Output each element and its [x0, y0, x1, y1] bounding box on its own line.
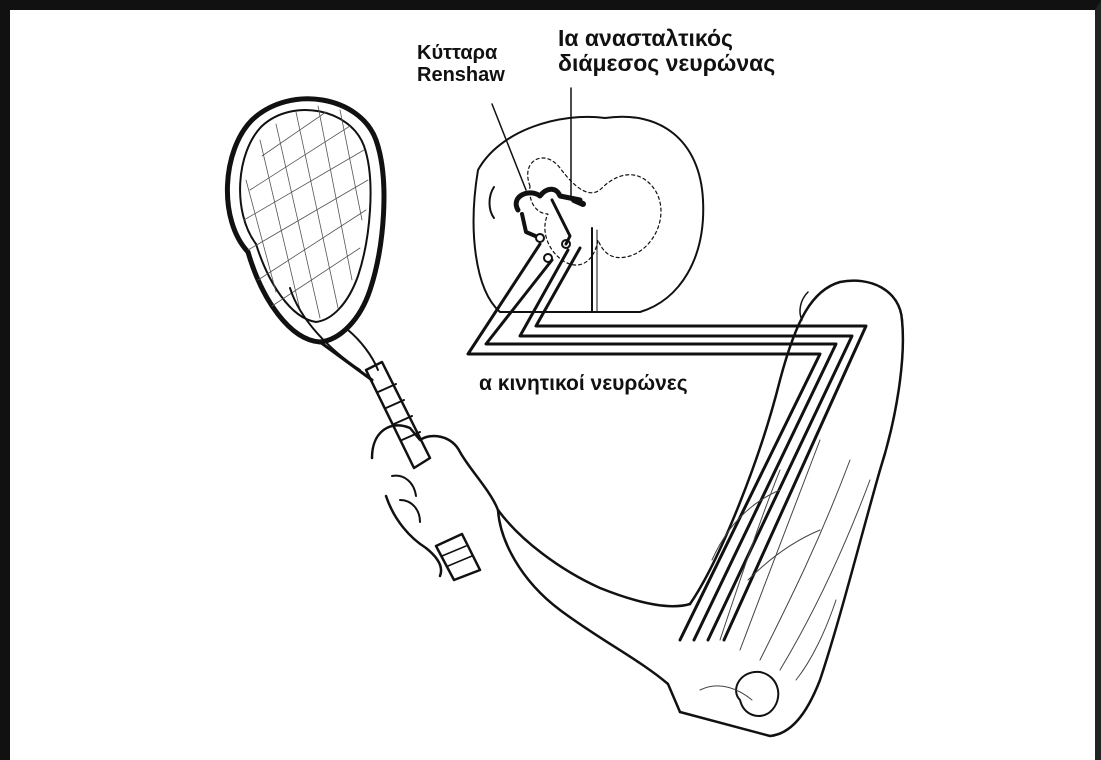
alpha-motor-neurons-label: α κινητικοί νευρώνες: [479, 372, 688, 396]
tennis-racket: [227, 99, 480, 580]
neurons: [516, 189, 583, 262]
renshaw-cells-label: Κύτταρα Renshaw: [417, 42, 505, 86]
renshaw-label-line1: Κύτταρα: [417, 42, 505, 64]
label-pointers: [492, 88, 571, 200]
renshaw-label-line2: Renshaw: [417, 64, 505, 86]
arm: [372, 281, 903, 736]
ia-label-line1: Ια ανασταλτικός: [558, 26, 775, 51]
ia-label-line2: διάμεσος νευρώνας: [558, 51, 775, 76]
ia-inhibitory-interneuron-label: Ια ανασταλτικός διάμεσος νευρώνας: [558, 26, 775, 76]
